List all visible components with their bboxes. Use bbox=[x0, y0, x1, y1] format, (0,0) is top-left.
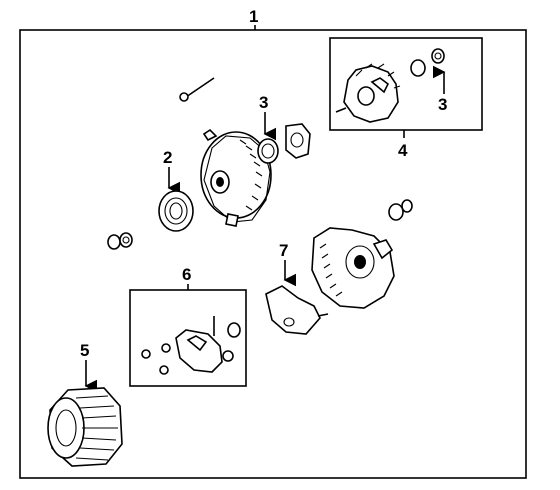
stator bbox=[47, 387, 123, 467]
bearing-upper bbox=[257, 138, 279, 164]
through-bolt bbox=[179, 77, 215, 102]
rectifier bbox=[335, 63, 401, 123]
callout-5[interactable]: 5 bbox=[80, 341, 89, 360]
callout-1[interactable]: 1 bbox=[249, 7, 258, 26]
brush-holder bbox=[265, 285, 329, 335]
callout-6[interactable]: 6 bbox=[182, 265, 191, 284]
assembly-frame bbox=[19, 29, 527, 479]
rear-housing bbox=[311, 227, 395, 309]
bearing-retainer-plate bbox=[285, 123, 311, 159]
washers-right bbox=[388, 199, 413, 221]
callout-7[interactable]: 7 bbox=[279, 241, 288, 260]
rectifier-rings bbox=[410, 48, 445, 77]
front-housing bbox=[200, 128, 272, 227]
callout-3-upper[interactable]: 3 bbox=[259, 93, 268, 112]
regulator bbox=[141, 316, 241, 375]
callout-2[interactable]: 2 bbox=[163, 148, 172, 167]
rectifier-group-box bbox=[329, 37, 483, 131]
callout-4[interactable]: 4 bbox=[398, 141, 408, 160]
snap-rings bbox=[107, 232, 133, 250]
bearing-front bbox=[158, 190, 194, 232]
callout-3-right[interactable]: 3 bbox=[438, 95, 447, 114]
